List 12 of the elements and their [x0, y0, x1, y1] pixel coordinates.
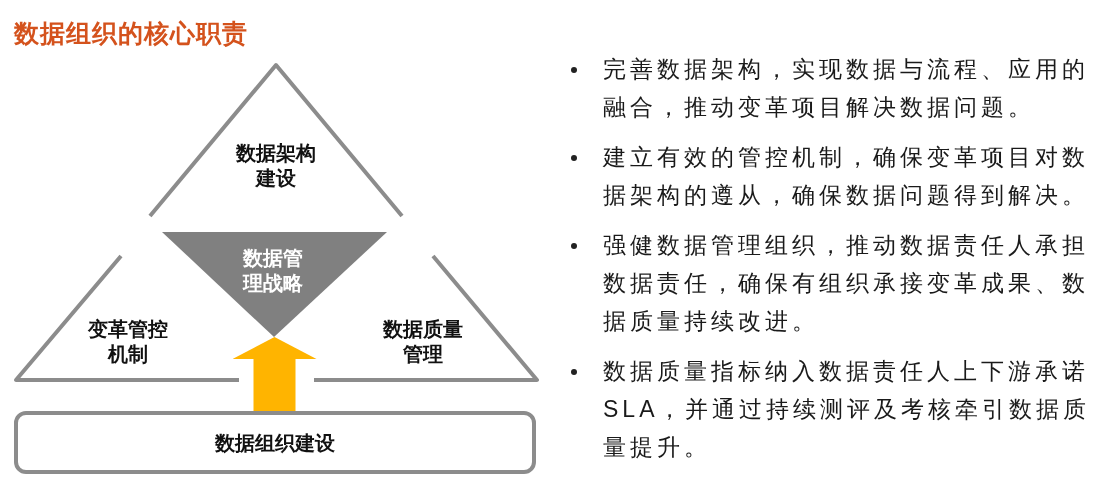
bar-label: 数据组织建设: [215, 430, 335, 456]
bullet-text: 完善数据架构，实现数据与流程、应用的融合，推动变革项目解决数据问题。: [603, 55, 1090, 122]
bullet-text: 强健数据管理组织，推动数据责任人承担数据责任，确保有组织承接变革成果、数据质量持续改进。: [603, 231, 1090, 336]
segment-label: 数据质量管理: [382, 317, 464, 367]
block-arrow: [232, 337, 317, 411]
segment-label: 数据架构建设: [235, 141, 317, 191]
bullet-text: 建立有效的管控机制，确保变革项目对数据架构的遵从，确保数据问题得到解决。: [603, 143, 1090, 210]
title: 数据组织的核心职责: [14, 18, 248, 48]
base-bar: [14, 411, 536, 474]
segment-label: 数据管理战略: [242, 246, 304, 296]
segment-label: 变革管控机制: [87, 317, 169, 367]
bullet-text: 数据质量指标纳入数据责任人上下游承诺SLA，并通过持续测评及考核牵引数据质量提升。: [603, 357, 1092, 462]
